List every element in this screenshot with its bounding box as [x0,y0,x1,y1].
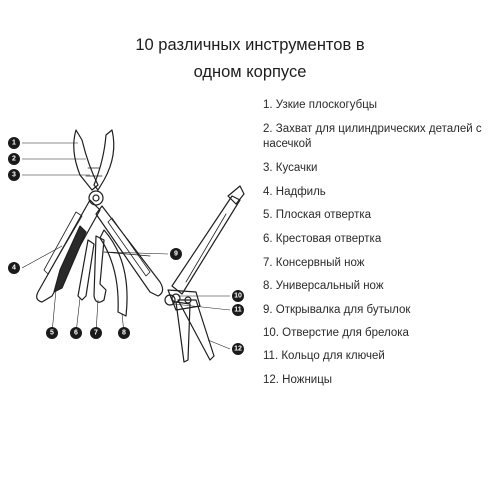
callout-6 [70,327,82,339]
callout-1 [8,137,20,149]
legend-item: 2. Захват для цилиндрических деталей с н… [263,123,482,150]
callout-4 [8,262,20,274]
callout-11 [232,304,244,316]
legend-item: 10. Отверстие для брелока [263,327,409,339]
callout-label-9: 9 [174,251,178,258]
legend-item: 5. Плоская отвертка [263,209,372,221]
legend-item: 6. Крестовая отвертка [263,233,382,245]
title-line-1: 10 различных инструментов в [135,36,365,54]
callout-label-10: 10 [234,293,242,300]
legend-item: 4. Надфиль [263,186,326,198]
page-title: 10 различных инструментов в одном корпус… [0,32,500,86]
scissors-blade-upper [175,301,191,363]
pivot-bolt [88,190,104,206]
callout-2 [8,153,20,165]
callout-label-7: 7 [94,330,98,337]
pliers-left-jaw [73,129,99,191]
callout-label-3: 3 [12,172,16,179]
title-line-2: одном корпусе [193,63,307,81]
multitool-illustration: 1 2 3 4 5 6 7 8 9 10 11 12 [8,129,245,363]
callout-10 [232,290,244,302]
callout-8 [118,327,130,339]
callout-label-2: 2 [12,156,16,163]
legend-item: 11. Кольцо для ключей [263,350,385,362]
scissors-handle-upper [171,195,241,295]
right-handle [95,205,164,297]
can-opener [93,235,107,303]
callout-label-6: 6 [74,330,78,337]
callout-7 [90,327,102,339]
callout-12 [232,343,244,355]
legend-item: 7. Консервный нож [263,257,365,269]
callout-label-4: 4 [12,265,16,272]
callout-3 [8,169,20,181]
scissors-blade-lower [177,299,215,361]
pliers-right-jaw [93,129,115,191]
callout-label-8: 8 [122,330,126,337]
legend-item: 3. Кусачки [263,162,318,174]
legend-item: 8. Универсальный нож [263,280,384,292]
legend-item: 12. Ножницы [263,374,333,386]
key-ring [164,294,176,306]
legend-item: 1. Узкие плоскогубцы [263,99,378,111]
legend-item: 9. Открывалка для бутылок [263,304,411,316]
callout-label-12: 12 [234,346,242,353]
left-handle [36,199,101,303]
screwdriver-blade [53,225,87,293]
callout-5 [46,327,58,339]
callout-label-1: 1 [12,140,16,147]
callout-label-5: 5 [50,330,54,337]
phillips-driver [77,239,95,301]
callout-label-11: 11 [234,307,242,314]
callout-9 [170,248,182,260]
